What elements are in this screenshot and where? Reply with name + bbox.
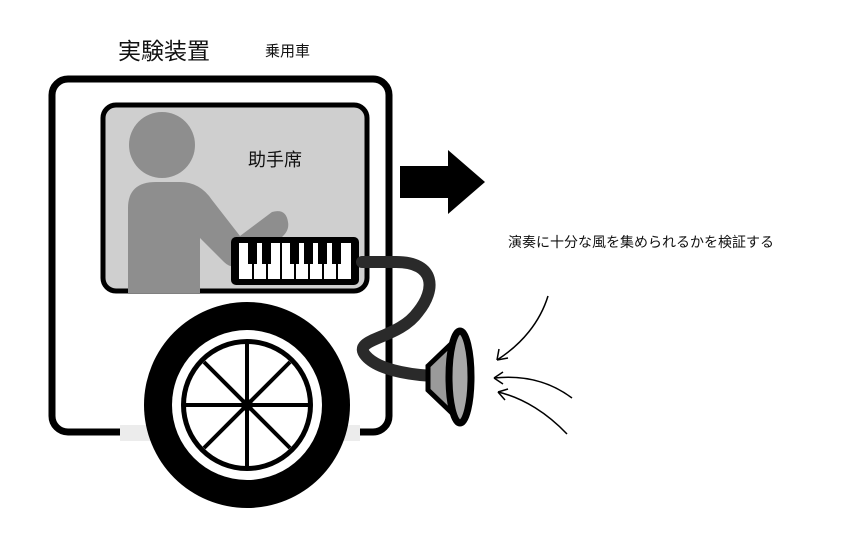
wind-arrows bbox=[493, 295, 573, 435]
vehicle-label: 乗用車 bbox=[265, 42, 311, 60]
direction-arrow bbox=[400, 150, 485, 214]
keyboard bbox=[231, 237, 359, 285]
wheel bbox=[120, 302, 360, 508]
passenger-figure bbox=[128, 112, 289, 293]
intake-funnel bbox=[425, 327, 475, 427]
title-label: 実験装置 bbox=[118, 39, 210, 65]
caption-label: 演奏に十分な風を集められるかを検証する bbox=[508, 235, 774, 251]
air-hose bbox=[356, 256, 446, 382]
seat-label: 助手席 bbox=[248, 150, 302, 171]
